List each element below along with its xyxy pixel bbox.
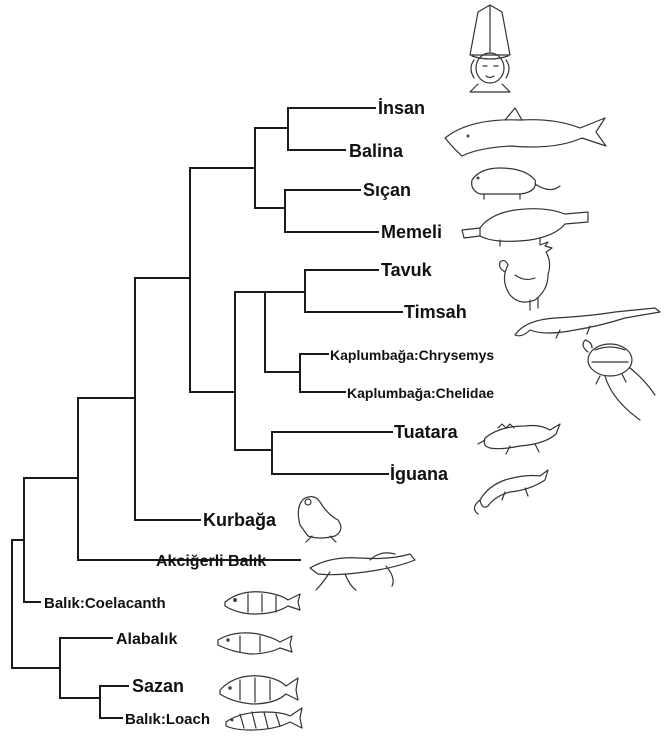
label-sican: Sıçan [363, 180, 411, 200]
label-kaplumbaga-chrysemys: Kaplumbağa:Chrysemys [330, 347, 494, 363]
trout-icon [218, 633, 292, 654]
branch-lepidosauria [272, 432, 392, 474]
taxon-labels: İnsan Balina Sıçan Memeli Tavuk Timsah K… [44, 98, 494, 728]
label-alabalik: Alabalık [116, 631, 177, 648]
lungfish-icon [310, 553, 415, 590]
label-balina: Balina [349, 141, 404, 161]
label-tavuk: Tavuk [381, 260, 433, 280]
carp-icon [220, 676, 298, 704]
label-sazan: Sazan [132, 676, 184, 696]
tree-branches [12, 108, 402, 718]
branch-actinopterygii [60, 638, 112, 698]
branch-mammalia [255, 128, 288, 208]
tuatara-icon [478, 424, 560, 454]
label-memeli: Memeli [381, 222, 442, 242]
label-kurbaga: Kurbağa [203, 510, 277, 530]
turtle-icon [583, 340, 655, 420]
label-akcigerli-balik: Akciğerli Balık [156, 553, 266, 570]
label-kaplumbaga-chelidae: Kaplumbağa:Chelidae [347, 385, 494, 401]
label-iguana: İguana [390, 464, 449, 484]
label-balik-coelacanth: Balık:Coelacanth [44, 595, 166, 612]
coelacanth-icon [225, 592, 300, 614]
label-timsah: Timsah [404, 302, 467, 322]
label-balik-loach: Balık:Loach [125, 711, 210, 728]
branch-amniota [190, 168, 255, 392]
loach-icon [226, 708, 302, 730]
dolphin-icon [445, 108, 606, 156]
branch-coelacanth [78, 398, 300, 560]
frog-icon [298, 497, 341, 542]
iguana-icon [474, 470, 548, 514]
human-bishop-icon [470, 5, 510, 92]
crocodile-icon [515, 308, 660, 338]
label-tuatara: Tuatara [394, 422, 459, 442]
chicken-icon [500, 242, 552, 310]
branch-cyprinidae [100, 686, 128, 718]
rat-icon [472, 168, 560, 199]
label-insan: İnsan [378, 98, 425, 118]
branch-sarcopterygii [24, 478, 78, 602]
platypus-icon [462, 209, 588, 246]
